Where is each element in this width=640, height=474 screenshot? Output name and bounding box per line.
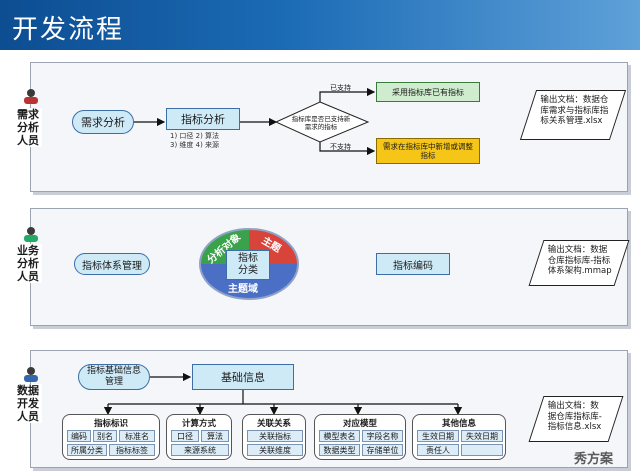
cell-owner: 责任人 [417,444,459,456]
node-basic-info[interactable]: 基础信息 [192,364,294,390]
watermark: 秀方案 [574,452,614,467]
cell-effective-date: 生效日期 [417,430,459,442]
cell-source-system: 来源系统 [171,444,229,456]
cell-expiry-date: 失效日期 [461,430,503,442]
cell-category: 所属分类 [67,444,107,456]
actor-data-developer: 数据开发人员 [14,384,42,423]
output-doc-3: 输出文档：数据仓库指标库-指标信息.xlsx [528,396,624,442]
cell-field-name: 字段名称 [362,430,403,442]
group-calculation: 计算方式 口径 算法 来源系统 [166,414,232,460]
group-metric-identity: 指标标识 编码 别名 标准名 所属分类 指标标签 [62,414,160,460]
cell-tag: 指标标签 [109,444,155,456]
node-metric-analysis[interactable]: 指标分析 [166,108,240,130]
group-relations: 关联关系 关联指标 关联维度 [242,414,306,460]
decision-label: 指标库是否已支持新需求的指标 [291,115,351,131]
person-icon [24,227,38,242]
page-title: 开发流程 [12,15,125,45]
cell-data-type: 数据类型 [319,444,360,456]
node-add-adjust-metrics[interactable]: 需求在指标库中新增或调整指标 [376,138,480,164]
cell-code: 编码 [67,430,91,442]
node-use-existing-metrics[interactable]: 采用指标库已有指标 [376,82,480,102]
actor-requirements-analyst: 需求分析人员 [14,108,42,147]
cell-table-name: 模型表名 [319,430,360,442]
cell-standard-name: 标准名 [119,430,155,442]
actor-business-analyst: 业务分析人员 [14,244,42,283]
wheel-label-domain: 主题域 [228,284,258,295]
cell-algorithm: 算法 [201,430,229,442]
person-icon [24,367,38,382]
node-requirement-analysis[interactable]: 需求分析 [72,110,134,134]
cell-empty [461,444,503,456]
node-basic-info-management[interactable]: 指标基础信息管理 [78,364,150,390]
node-metric-classification[interactable]: 指标 分类 [226,250,270,280]
group-model: 对应模型 模型表名 字段名称 数据类型 存储单位 [314,414,406,460]
branch-no-label: 不支持 [330,143,351,151]
group-other-info: 其他信息 生效日期 失效日期 责任人 [412,414,506,460]
cell-caliber: 口径 [171,430,199,442]
title-bar: 开发流程 [0,0,640,50]
cell-related-metric: 关联指标 [247,430,303,442]
node-metric-system-management[interactable]: 指标体系管理 [74,253,150,275]
node-metric-coding[interactable]: 指标编码 [376,253,450,275]
cell-storage-unit: 存储单位 [362,444,403,456]
cell-related-dimension: 关联维度 [247,444,303,456]
decision-diamond [274,101,370,143]
person-icon [24,89,38,104]
cell-alias: 别名 [93,430,117,442]
branch-yes-label: 已支持 [330,84,351,92]
